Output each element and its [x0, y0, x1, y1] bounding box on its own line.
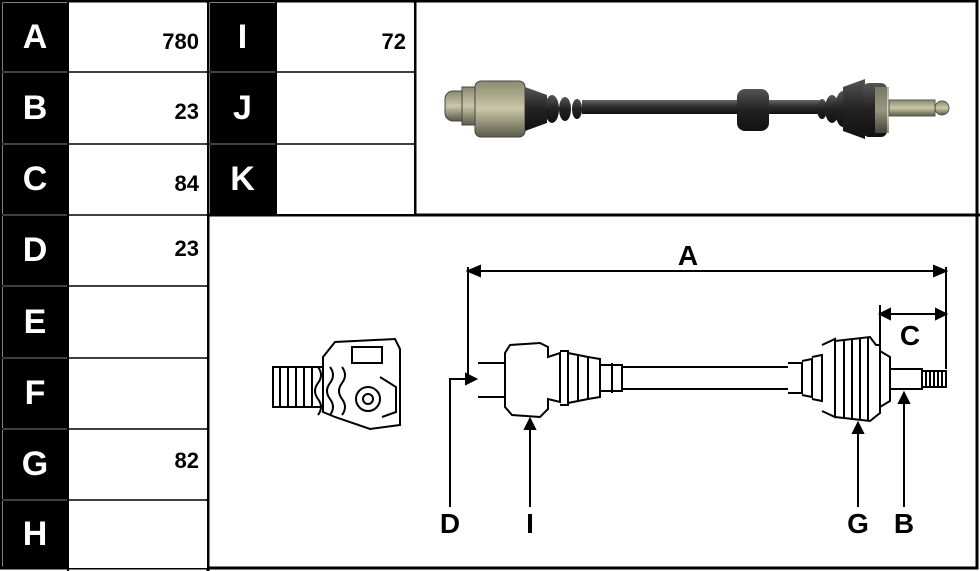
inner-joint-cutaway-icon: [272, 337, 401, 431]
row-a-value: 780: [69, 3, 207, 71]
driveshaft-photo: [444, 79, 950, 139]
row-j-label: J: [210, 73, 275, 143]
row-b-value: 23: [69, 73, 207, 143]
label-b: B: [894, 508, 914, 539]
row-g-value: 82: [69, 430, 207, 499]
row-c-value: 84: [69, 145, 207, 214]
dimension-c-label: C: [900, 320, 920, 351]
row-h-label: H: [3, 501, 67, 568]
dimension-a-line: [465, 264, 949, 379]
row-d-label: D: [3, 216, 67, 285]
row-f-value: [69, 359, 207, 428]
row-i-label: I: [210, 3, 275, 71]
row-e-value: [69, 287, 207, 357]
row-f-label: F: [3, 359, 67, 428]
row-a-label: A: [3, 3, 67, 71]
dimension-c-line: [877, 305, 949, 347]
dimension-a-label: A: [678, 240, 698, 271]
row-h-value: [69, 501, 207, 568]
row-i-value: 72: [277, 3, 414, 71]
row-c-label: C: [3, 145, 67, 214]
row-k-label: K: [210, 145, 275, 214]
leader-b: [897, 390, 911, 507]
row-g-label: G: [3, 430, 67, 499]
row-d-value: 23: [69, 216, 207, 285]
dimension-drawing: A C D I G B: [272, 240, 949, 539]
leader-d: [449, 372, 479, 507]
row-b-label: B: [3, 73, 67, 143]
label-i: I: [526, 508, 534, 539]
row-j-value: [277, 73, 414, 143]
leader-i: [523, 416, 537, 507]
row-e-label: E: [3, 287, 67, 357]
leader-g: [851, 420, 865, 507]
row-k-value: [277, 145, 414, 214]
label-g: G: [847, 508, 869, 539]
label-d: D: [440, 508, 460, 539]
